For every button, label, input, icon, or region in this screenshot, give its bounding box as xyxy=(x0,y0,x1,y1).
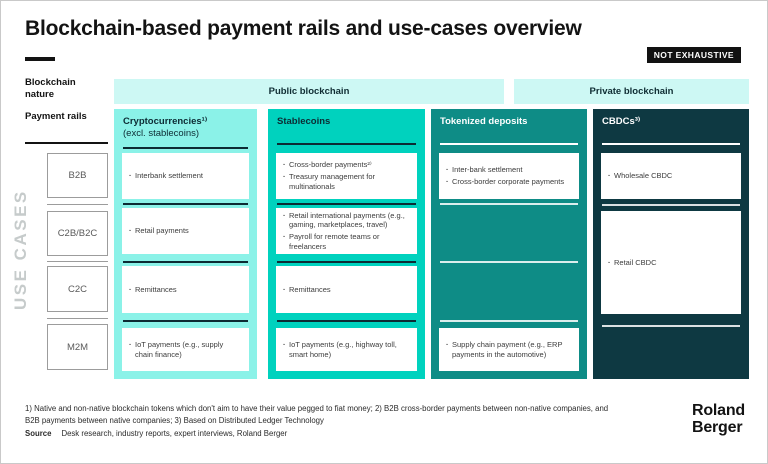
use-cases-axis-label: USE CASES xyxy=(11,189,30,311)
column-subtitle: (excl. stablecoins) xyxy=(123,128,200,140)
column-cryptocurrencies: Cryptocurrencies¹⁾ (excl. stablecoins) I… xyxy=(114,109,257,379)
cell-crypto-m2m: IoT payments (e.g., supply chain finance… xyxy=(122,328,249,371)
row-separator xyxy=(277,203,416,205)
row-separator xyxy=(440,261,578,263)
bullet-item: Interbank settlement xyxy=(129,171,242,181)
header-rule xyxy=(277,143,416,145)
cell-crypto-c2b-b2c: Retail payments xyxy=(122,208,249,254)
title-dash xyxy=(25,57,55,61)
logo-line2: Berger xyxy=(691,418,743,436)
row-separator xyxy=(277,320,416,322)
cell-crypto-c2c: Remittances xyxy=(122,266,249,313)
cell-cbdc-retail: Retail CBDC xyxy=(601,211,741,314)
row-separator xyxy=(440,320,578,322)
bullet-item: Retail payments xyxy=(129,226,242,236)
cell-stable-m2m: IoT payments (e.g., highway toll, smart … xyxy=(276,328,417,371)
cell-stable-c2c: Remittances xyxy=(276,266,417,313)
blockchain-nature-label: Blockchain nature xyxy=(25,77,76,100)
logo-line1: Roland xyxy=(691,402,745,419)
rail-box-b2b: B2B xyxy=(47,153,108,198)
band-public-blockchain: Public blockchain xyxy=(114,79,504,104)
column-title: CBDCs³⁾ xyxy=(602,116,641,127)
bullet-item: Treasury management for multinationals xyxy=(283,172,410,192)
row-separator xyxy=(602,204,740,206)
bullet-item: Wholesale CBDC xyxy=(608,171,734,181)
rail-box-c2b-b2c: C2B/B2C xyxy=(47,211,108,256)
header-rule xyxy=(440,143,578,145)
bullet-item: Payroll for remote teams or freelancers xyxy=(283,232,410,252)
header-rule xyxy=(602,143,740,145)
footnotes: 1) Native and non-native blockchain toke… xyxy=(25,404,609,425)
source-text: Desk research, industry reports, expert … xyxy=(61,429,288,438)
rail-separator xyxy=(47,318,108,319)
bullet-item: IoT payments (e.g., highway toll, smart … xyxy=(283,340,410,360)
not-exhaustive-badge: NOT EXHAUSTIVE xyxy=(646,47,741,63)
column-title: Tokenized deposits xyxy=(440,116,528,127)
bullet-item: Retail CBDC xyxy=(608,258,734,268)
page-title: Blockchain-based payment rails and use-c… xyxy=(25,17,582,40)
header-rule xyxy=(123,147,248,149)
rail-separator xyxy=(47,261,108,262)
column-tokenized-deposits: Tokenized deposits Inter-bank settlement… xyxy=(431,109,587,379)
bullet-item: Retail international payments (e.g., gam… xyxy=(283,211,410,231)
bullet-item: Remittances xyxy=(283,285,410,295)
column-title: Cryptocurrencies¹⁾ xyxy=(123,116,208,127)
rail-separator xyxy=(47,204,108,205)
row-separator xyxy=(602,325,740,327)
bullet-item: Inter-bank settlement xyxy=(446,165,572,175)
row-separator xyxy=(123,203,248,205)
cell-crypto-b2b: Interbank settlement xyxy=(122,153,249,199)
rail-box-c2c: C2C xyxy=(47,266,108,312)
row-separator xyxy=(123,261,248,263)
cell-stable-b2b: Cross-border payments²⁾ Treasury manageme… xyxy=(276,153,417,199)
row-separator xyxy=(440,203,578,205)
cell-tokenized-b2b: Inter-bank settlementCross-border corpor… xyxy=(439,153,579,199)
cell-cbdc-b2b: Wholesale CBDC xyxy=(601,153,741,199)
cell-stable-c2b-b2c: Retail international payments (e.g., gam… xyxy=(276,208,417,254)
payment-rails-label: Payment rails xyxy=(25,111,87,122)
band-private-blockchain: Private blockchain xyxy=(514,79,749,104)
column-stablecoins: Stablecoins Cross-border payments²⁾ Treas… xyxy=(268,109,425,379)
bullet-item: Remittances xyxy=(129,285,242,295)
payment-rails-underline xyxy=(25,142,108,144)
column-cbdcs: CBDCs³⁾ Wholesale CBDC Retail CBDC xyxy=(593,109,749,379)
source-label: Source xyxy=(25,429,52,438)
row-separator xyxy=(123,320,248,322)
column-title: Stablecoins xyxy=(277,116,331,127)
source-line: Source Desk research, industry reports, e… xyxy=(25,429,287,438)
rail-box-m2m: M2M xyxy=(47,324,108,370)
roland-berger-logo: Roland Berger xyxy=(691,402,745,437)
bullet-item: IoT payments (e.g., supply chain finance… xyxy=(129,340,242,360)
row-separator xyxy=(277,261,416,263)
bullet-item: Cross-border payments²⁾ xyxy=(283,160,410,170)
bullet-item: Supply chain payment (e.g., ERP payments… xyxy=(446,340,572,360)
cell-tokenized-m2m: Supply chain payment (e.g., ERP payments… xyxy=(439,328,579,371)
bullet-item: Cross-border corporate payments xyxy=(446,177,572,187)
